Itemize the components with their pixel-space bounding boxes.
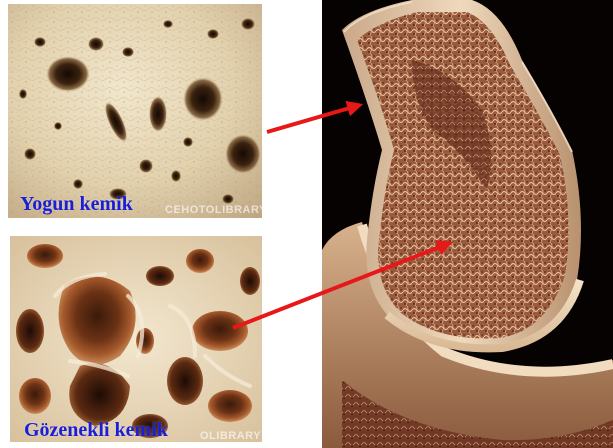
watermark-compact: CEHOTOLIBRARY [165, 204, 267, 216]
caption-spongy-bone: Gözenekli kemik [24, 419, 168, 442]
caption-compact-bone: Yogun kemik [20, 193, 133, 216]
joint-cross-section-illustration [322, 0, 613, 448]
compact-bone-illustration [8, 4, 262, 218]
spongy-bone-image [10, 236, 262, 442]
compact-bone-image [8, 4, 262, 218]
spongy-bone-illustration [10, 236, 262, 442]
watermark-spongy: OLIBRARY [200, 430, 261, 442]
joint-cross-section-image [322, 0, 613, 448]
